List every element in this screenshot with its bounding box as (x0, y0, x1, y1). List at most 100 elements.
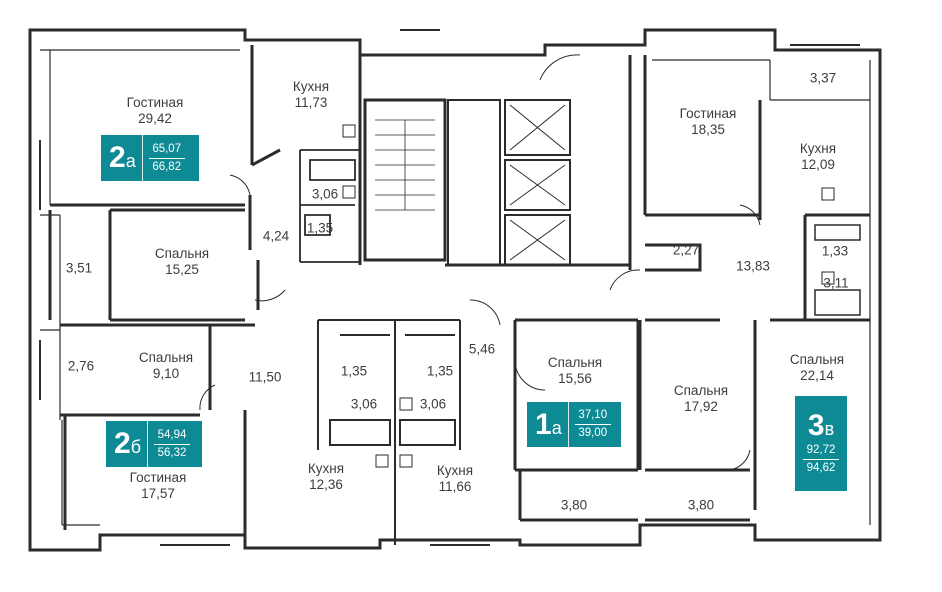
room-bedroom-3v-b: Спальня 22,14 (790, 352, 844, 384)
area-label: 4,24 (262, 228, 290, 244)
stair-block (363, 98, 447, 262)
area-label: 3,37 (809, 70, 837, 86)
wall-2b (60, 323, 255, 540)
apartment-letter: в (824, 419, 835, 439)
apartment-rooms: 1 (535, 407, 552, 441)
area-label: 5,46 (468, 341, 496, 357)
apartment-area-total: 54,94 (157, 428, 187, 441)
room-kitchen-1a: Кухня 11,66 (437, 463, 473, 495)
room-name: Кухня (292, 79, 330, 94)
room-area: 15,25 (165, 262, 199, 277)
apartment-areas: 37,10 39,00 (567, 402, 617, 447)
apartment-areas: 92,72 94,62 (803, 441, 839, 476)
apartment-area-total: 92,72 (806, 444, 836, 456)
room-area: 17,92 (684, 399, 718, 414)
wall-3v (638, 55, 870, 522)
room-bedroom-3v-a: Спальня 17,92 (674, 383, 728, 415)
apartment-rooms: 2 (114, 427, 131, 460)
elevator-1 (504, 99, 571, 156)
area-label: 3,80 (560, 497, 588, 513)
room-area: 12,09 (801, 157, 835, 172)
elevator-2 (504, 159, 571, 211)
apartment-letter: б (130, 437, 141, 457)
room-area: 18,35 (691, 122, 725, 137)
room-kitchen-2a: Кухня 11,73 (293, 79, 329, 111)
stair-lines (375, 119, 435, 211)
room-name: Гостиная (126, 95, 184, 110)
apartment-rooms: 2 (109, 141, 126, 174)
windows (39, 29, 860, 546)
room-living-2a: Гостиная 29,42 (127, 95, 184, 127)
area-label: 2,76 (67, 358, 95, 374)
room-name: Кухня (799, 141, 837, 156)
bath-left (299, 149, 360, 263)
room-name: Спальня (789, 352, 845, 367)
elevator-2-x (509, 164, 566, 206)
area-label: 1,35 (306, 220, 334, 236)
room-living-2b: Гостиная 17,57 (130, 470, 187, 502)
room-living-3v: Гостиная 18,35 (680, 106, 737, 138)
room-name: Кухня (307, 461, 345, 476)
apartment-badge-1a: 1 а 37,10 39,00 (527, 402, 621, 447)
apartment-badge-2a: 2 а 65,07 66,82 (101, 135, 199, 181)
apartment-area-full: 66,82 (152, 160, 182, 173)
area-label: 3,11 (823, 275, 849, 291)
room-area: 9,10 (152, 366, 180, 381)
apartment-code: 3 в (808, 411, 834, 441)
area-label: 3,06 (311, 186, 339, 202)
apartment-area-total: 37,10 (578, 409, 608, 421)
lobby-walls (358, 55, 632, 270)
room-name: Спальня (673, 383, 729, 398)
room-name: Спальня (154, 246, 210, 261)
room-kitchen-3v: Кухня 12,09 (800, 141, 836, 173)
area-label: 3,06 (350, 396, 378, 412)
room-bedroom-2b: Спальня 9,10 (139, 350, 193, 382)
room-bedroom-1a: Спальня 15,56 (548, 355, 602, 387)
divider (148, 157, 185, 159)
bath-center (317, 319, 461, 545)
room-name: Спальня (138, 350, 194, 365)
room-kitchen-2b: Кухня 12,36 (308, 461, 344, 493)
area-label: 1,35 (340, 363, 368, 379)
wall-2a (48, 45, 281, 322)
apartment-area-full: 39,00 (578, 427, 608, 439)
door-swings (199, 54, 761, 471)
divider (154, 443, 190, 445)
room-area: 22,14 (800, 368, 834, 383)
apartment-area-total: 65,07 (152, 142, 182, 155)
room-area: 29,42 (138, 111, 172, 126)
apartment-code: 2 б (106, 429, 147, 459)
bath-right (814, 224, 861, 316)
room-area: 15,56 (558, 371, 592, 386)
apartment-letter: а (125, 151, 136, 171)
apartment-code: 2 а (101, 143, 142, 173)
divider (574, 424, 611, 425)
room-bedroom-2a: Спальня 15,25 (155, 246, 209, 278)
wall-1a (513, 318, 640, 522)
room-area: 12,36 (309, 477, 343, 492)
apartment-code: 1 а (527, 407, 568, 441)
divider (803, 459, 839, 460)
apartment-letter: а (551, 417, 562, 438)
elevator-3-x (509, 219, 566, 261)
room-area: 11,66 (438, 479, 472, 494)
room-area: 11,73 (294, 95, 328, 110)
apartment-badge-2b: 2 б 54,94 56,32 (106, 421, 202, 467)
area-label: 3,80 (687, 497, 715, 513)
room-name: Гостиная (129, 470, 187, 485)
area-label: 2,27 (672, 242, 700, 258)
room-area: 17,57 (141, 486, 175, 501)
room-name: Гостиная (679, 106, 737, 121)
area-label: 1,33 (821, 243, 849, 259)
room-name: Спальня (547, 355, 603, 370)
area-label: 3,06 (419, 396, 447, 412)
apartment-areas: 54,94 56,32 (147, 421, 196, 467)
apartment-badge-3v: 3 в 92,72 94,62 (795, 396, 847, 491)
area-label: 3,51 (65, 260, 93, 276)
apartment-area-full: 94,62 (806, 462, 836, 474)
apartment-rooms: 3 (807, 409, 825, 442)
apartment-area-full: 56,32 (157, 446, 187, 459)
area-label: 1,35 (426, 363, 454, 379)
area-label: 13,83 (736, 258, 770, 274)
